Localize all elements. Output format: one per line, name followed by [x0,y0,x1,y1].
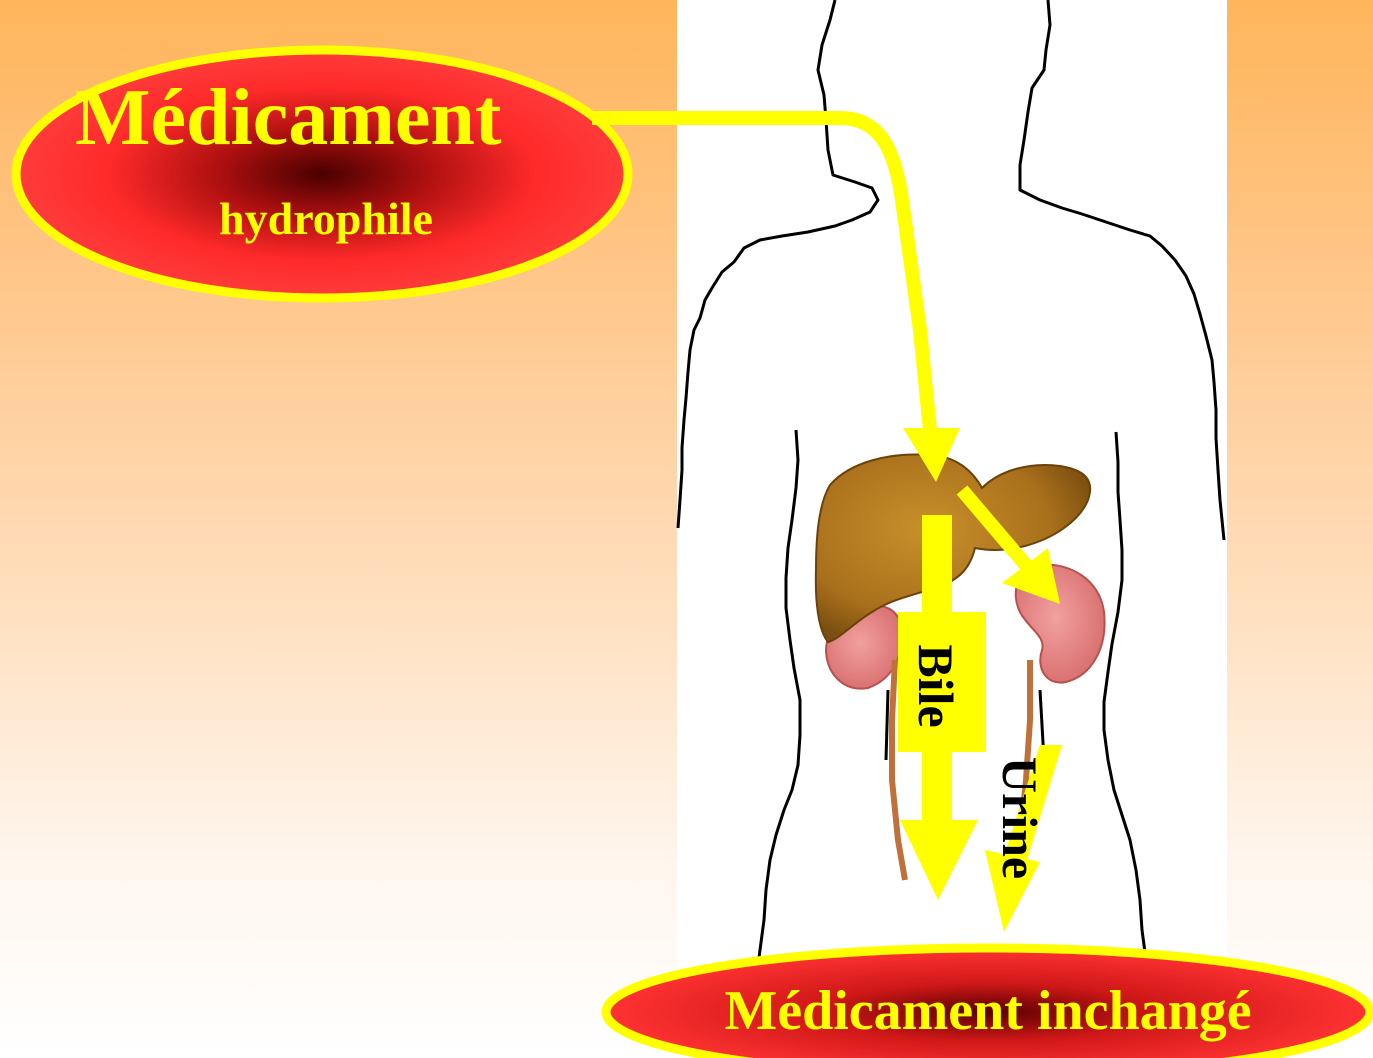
bile-label: Bile [911,626,961,746]
source-subtitle: hydrophile [0,196,652,242]
flow-arrow [592,118,930,430]
result-label: Médicament inchangé [604,983,1372,1039]
source-title: Médicament [75,78,502,158]
urine-label: Urine [995,743,1045,893]
